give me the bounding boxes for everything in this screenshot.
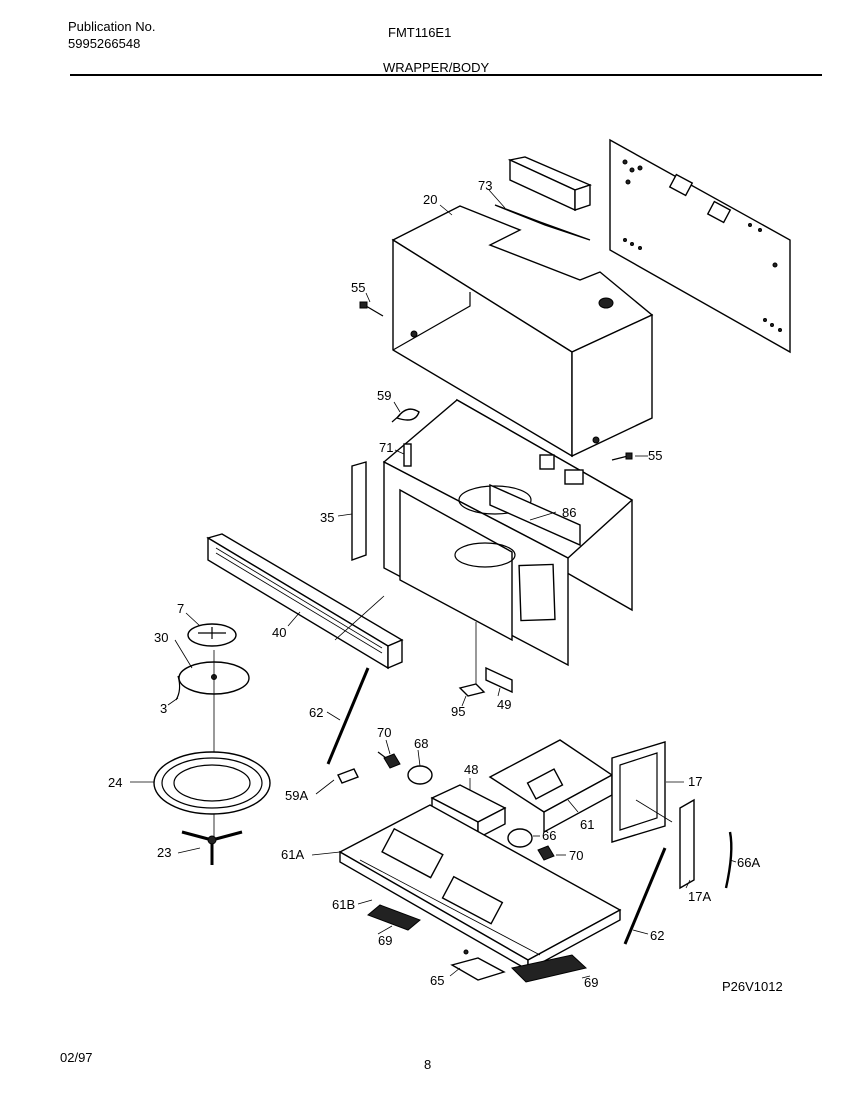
part-70-motor-lower (537, 845, 555, 861)
callout-24: 24 (108, 775, 122, 790)
control-panel-board (609, 138, 791, 354)
section-title: WRAPPER/BODY (383, 60, 490, 75)
publication-label: Publication No. (68, 19, 156, 34)
publication-number: 5995266548 (68, 36, 141, 51)
callout-71: 71 (379, 440, 393, 455)
part-66a-wire (724, 831, 733, 889)
cavity-body (382, 398, 634, 667)
callout-30: 30 (154, 630, 168, 645)
part-3-support (175, 675, 181, 701)
callout-70: 70 (377, 725, 391, 740)
part-69-pad-right (510, 954, 588, 983)
callout-86: 86 (562, 505, 576, 520)
header-rule (70, 74, 822, 76)
part-7-coupler (187, 623, 237, 647)
part-62-rod-lower (623, 847, 667, 945)
part-95-pad (458, 683, 486, 697)
part-73-housing (494, 156, 592, 241)
callout-61a: 61A (281, 847, 304, 862)
callout-73: 73 (478, 178, 492, 193)
part-59-thermostat (391, 408, 420, 423)
callout-48: 48 (464, 762, 478, 777)
part-17a-bracket (679, 798, 695, 890)
part-69-pad-left (367, 904, 421, 931)
callout-55: 55 (648, 448, 662, 463)
part-59a-bracket (337, 768, 359, 784)
part-70-motor-upper (377, 751, 401, 769)
part-61a-base-plate (338, 804, 622, 972)
leader-lines (130, 189, 737, 979)
callout-62: 62 (650, 928, 664, 943)
callout-35: 35 (320, 510, 334, 525)
page-number: 8 (424, 1057, 432, 1072)
part-17-cover-plate (611, 741, 666, 843)
callout-61: 61 (580, 817, 594, 832)
callout-17a: 17A (688, 889, 711, 904)
callout-59a: 59A (285, 788, 308, 803)
part-24-roller-ring (153, 751, 271, 815)
callout-20: 20 (423, 192, 437, 207)
callout-59: 59 (377, 388, 391, 403)
figure-code: P26V1012 (722, 979, 783, 994)
screw-55-left (359, 301, 384, 317)
callout-70: 70 (569, 848, 583, 863)
callout-55: 55 (351, 280, 365, 295)
callout-40: 40 (272, 625, 286, 640)
part-20-outer-wrapper (391, 205, 654, 458)
callout-62: 62 (309, 705, 323, 720)
callout-95: 95 (451, 704, 465, 719)
footer-date: 02/97 (60, 1050, 93, 1065)
callout-68: 68 (414, 736, 428, 751)
part-62-rod-upper (326, 667, 370, 765)
callout-7: 7 (177, 601, 184, 616)
screw-55-right (611, 452, 633, 461)
callout-49: 49 (497, 697, 511, 712)
callout-66a: 66A (737, 855, 760, 870)
part-68-capacitor-upper (407, 765, 433, 785)
callout-69: 69 (378, 933, 392, 948)
model-number: FMT116E1 (388, 25, 452, 40)
part-65-bracket (450, 949, 506, 981)
part-35-strip (351, 461, 367, 561)
callout-3: 3 (160, 701, 167, 716)
callout-65: 65 (430, 973, 444, 988)
part-61-bracket (488, 739, 614, 834)
part-40-grille (206, 533, 404, 670)
part-68-capacitor-lower (507, 828, 533, 848)
callout-66: 66 (542, 828, 556, 843)
callout-69: 69 (584, 975, 598, 990)
callout-61b: 61B (332, 897, 355, 912)
part-61b-frame (359, 859, 541, 956)
part-49-stirrer (475, 622, 513, 694)
part-23-coupler-spider (181, 830, 243, 865)
callout-23: 23 (157, 845, 171, 860)
part-71-clip (403, 443, 412, 467)
callout-17: 17 (688, 774, 702, 789)
